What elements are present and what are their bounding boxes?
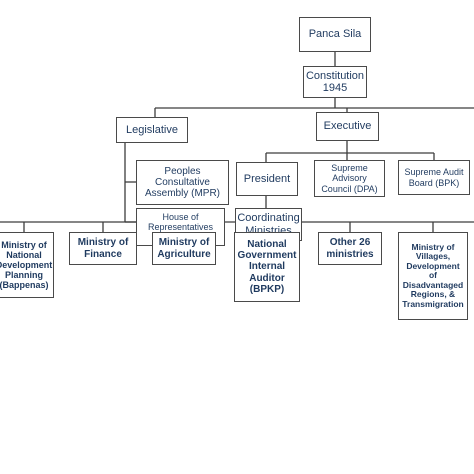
node-bpkp: National Government Internal Auditor (BP… — [234, 232, 300, 302]
node-legislative: Legislative — [116, 117, 188, 143]
node-villages-ministry: Ministry of Villages, Development of Dis… — [398, 232, 468, 320]
node-panca-sila-label: Panca Sila — [308, 28, 362, 41]
node-legislative-label: Legislative — [126, 123, 178, 136]
node-finance-label: Ministry of Finance — [77, 237, 129, 260]
node-agriculture: Ministry of Agriculture — [152, 232, 216, 265]
node-executive: Executive — [316, 112, 379, 141]
node-other-ministries-label: Other 26 ministries — [326, 237, 374, 260]
node-agriculture-label: Ministry of Agriculture — [157, 237, 211, 260]
node-president-label: President — [243, 172, 291, 185]
node-finance: Ministry of Finance — [69, 232, 137, 265]
node-bpk: Supreme Audit Board (BPK) — [398, 160, 470, 195]
node-bappenas-label: Ministry of National Development Plannin… — [0, 239, 53, 291]
node-executive-label: Executive — [323, 120, 372, 133]
node-constitution-label: Constitution 1945 — [305, 69, 365, 94]
node-president: President — [236, 162, 298, 196]
node-bpkp-label: National Government Internal Auditor (BP… — [237, 239, 297, 295]
node-other-ministries: Other 26 ministries — [318, 232, 382, 265]
node-mpr-label: Peoples Consultative Assembly (MPR) — [144, 165, 220, 200]
node-dpa: Supreme Advisory Council (DPA) — [314, 160, 385, 197]
node-bappenas: Ministry of National Development Plannin… — [0, 232, 54, 298]
node-constitution: Constitution 1945 — [303, 66, 367, 98]
node-dpa-label: Supreme Advisory Council (DPA) — [321, 163, 378, 194]
node-mpr: Peoples Consultative Assembly (MPR) — [136, 160, 229, 205]
node-villages-ministry-label: Ministry of Villages, Development of Dis… — [402, 241, 464, 309]
node-bpk-label: Supreme Audit Board (BPK) — [404, 167, 464, 188]
node-panca-sila: Panca Sila — [299, 17, 371, 52]
